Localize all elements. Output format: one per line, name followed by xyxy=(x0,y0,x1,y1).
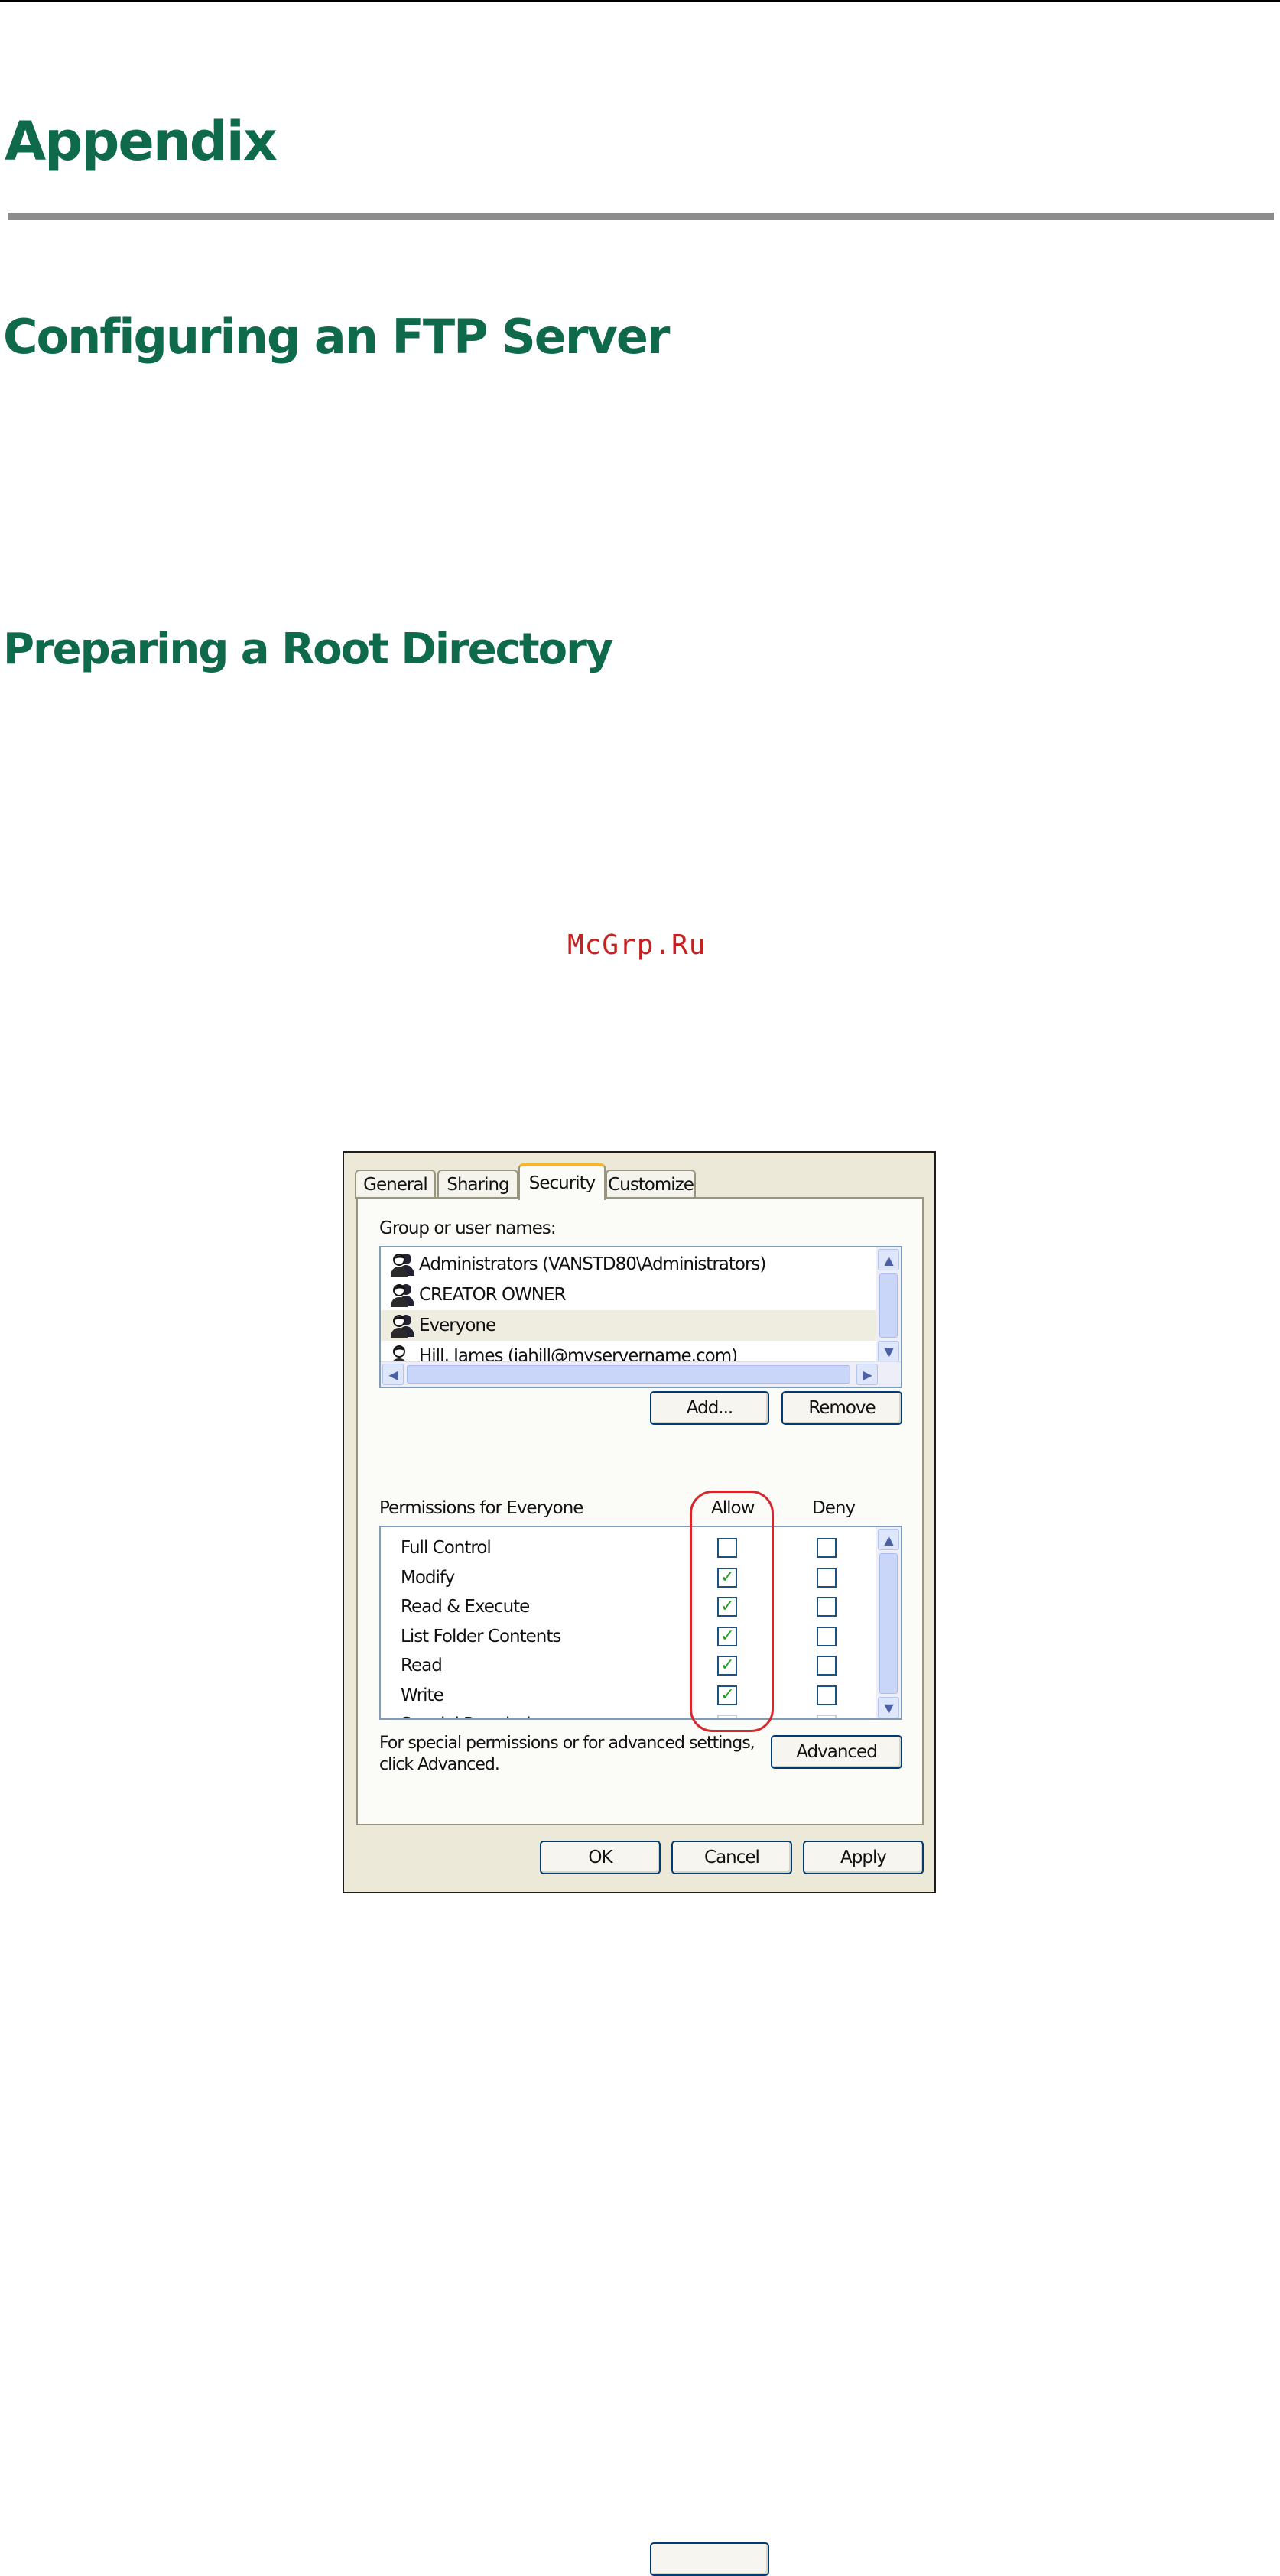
group-label: Group or user names: xyxy=(379,1218,557,1238)
allow-checkbox[interactable]: ✓ xyxy=(717,1626,737,1646)
user-name: CREATOR OWNER xyxy=(419,1285,567,1305)
advanced-button[interactable]: Advanced xyxy=(771,1735,902,1769)
ok-button[interactable]: OK xyxy=(540,1841,661,1874)
top-rule xyxy=(0,0,1280,2)
allow-checkbox[interactable]: ✓ xyxy=(717,1685,737,1705)
permission-row: Full Control xyxy=(381,1533,901,1562)
scroll-down-icon[interactable]: ▼ xyxy=(878,1341,899,1362)
user-list-hscroll[interactable]: ◀ ▶ xyxy=(381,1361,901,1387)
scroll-right-icon[interactable]: ▶ xyxy=(856,1364,878,1385)
tab-sharing[interactable]: Sharing xyxy=(437,1170,518,1199)
tab-security[interactable]: Security xyxy=(518,1163,606,1200)
list-item[interactable]: CREATOR OWNER xyxy=(381,1280,878,1310)
remove-button[interactable]: Remove xyxy=(781,1391,902,1425)
allow-checkbox[interactable]: ✓ xyxy=(717,1597,737,1617)
user-list-vscroll[interactable]: ▲ ▼ xyxy=(876,1247,901,1364)
deny-checkbox[interactable] xyxy=(817,1626,837,1646)
advanced-hint: For special permissions or for advanced … xyxy=(379,1734,755,1774)
deny-column-label: Deny xyxy=(812,1498,856,1518)
scroll-down-icon[interactable]: ▼ xyxy=(878,1697,899,1718)
group-icon xyxy=(391,1284,414,1307)
permission-row: Modify ✓ xyxy=(381,1563,901,1592)
permission-row: Read ✓ xyxy=(381,1651,901,1680)
permission-row: List Folder Contents ✓ xyxy=(381,1622,901,1651)
apply-button[interactable]: Apply xyxy=(803,1841,924,1874)
permission-name: Read & Execute xyxy=(401,1597,530,1617)
scroll-thumb[interactable] xyxy=(879,1273,898,1338)
permission-row: Write ✓ xyxy=(381,1681,901,1710)
permission-row: Read & Execute ✓ xyxy=(381,1592,901,1621)
permission-name: List Folder Contents xyxy=(401,1626,561,1646)
deny-checkbox[interactable] xyxy=(817,1597,837,1617)
scroll-thumb[interactable] xyxy=(879,1553,898,1694)
deny-checkbox[interactable] xyxy=(817,1685,837,1705)
tab-general[interactable]: General xyxy=(355,1170,436,1199)
tab-customize[interactable]: Customize xyxy=(606,1170,696,1199)
scroll-up-icon[interactable]: ▲ xyxy=(878,1249,899,1270)
deny-checkbox[interactable] xyxy=(817,1538,837,1558)
watermark-text: McGrp.Ru xyxy=(567,930,707,961)
scroll-up-icon[interactable]: ▲ xyxy=(878,1529,899,1550)
permission-name: Read xyxy=(401,1656,443,1676)
user-name: Administrators (VANSTD80\Administrators) xyxy=(419,1254,766,1274)
permission-name: Write xyxy=(401,1685,444,1705)
user-name: Everyone xyxy=(419,1316,496,1335)
permissions-label: Permissions for Everyone xyxy=(379,1498,583,1518)
user-list[interactable]: Administrators (VANSTD80\Administrators)… xyxy=(379,1246,902,1388)
allow-checkbox[interactable]: ✓ xyxy=(717,1567,737,1588)
group-icon xyxy=(391,1254,414,1277)
hscroll-thumb[interactable] xyxy=(407,1365,850,1384)
deny-checkbox[interactable] xyxy=(817,1715,837,1718)
permission-name: Modify xyxy=(401,1567,455,1588)
group-icon xyxy=(391,1315,414,1338)
permission-row: Special Permissions xyxy=(381,1710,901,1718)
deny-checkbox[interactable] xyxy=(817,1656,837,1676)
permission-name: Full Control xyxy=(401,1538,492,1558)
list-item[interactable]: Administrators (VANSTD80\Administrators) xyxy=(381,1249,878,1280)
allow-column-label: Allow xyxy=(711,1498,755,1518)
deny-checkbox[interactable] xyxy=(817,1567,837,1588)
appendix-heading: Appendix xyxy=(5,110,278,173)
allow-checkbox[interactable] xyxy=(717,1538,737,1558)
permission-name: Special Permissions xyxy=(401,1715,560,1718)
permissions-vscroll[interactable]: ▲ ▼ xyxy=(876,1527,901,1718)
allow-checkbox[interactable] xyxy=(717,1715,737,1718)
cancel-button[interactable]: Cancel xyxy=(671,1841,792,1874)
subsection-heading: Preparing a Root Directory xyxy=(3,625,613,674)
add-button[interactable]: Add... xyxy=(650,1391,769,1425)
properties-dialog: General Sharing Security Customize Group… xyxy=(343,1151,936,2576)
appendix-rule xyxy=(8,213,1274,220)
section-heading: Configuring an FTP Server xyxy=(3,309,670,365)
scroll-left-icon[interactable]: ◀ xyxy=(382,1364,404,1385)
list-item[interactable]: Everyone xyxy=(381,1310,878,1341)
allow-checkbox[interactable]: ✓ xyxy=(717,1656,737,1676)
